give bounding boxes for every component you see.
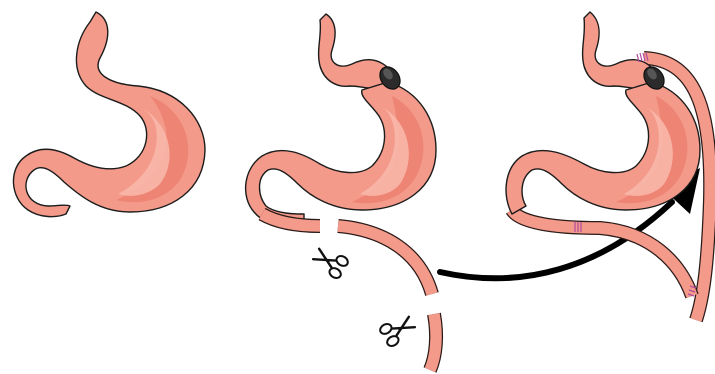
panel-original [13,12,205,217]
intestine-segment [262,214,436,370]
panel-cut [246,14,436,370]
stomach [13,12,205,217]
scissors-icon [310,244,349,280]
scissors-icon [378,312,417,348]
